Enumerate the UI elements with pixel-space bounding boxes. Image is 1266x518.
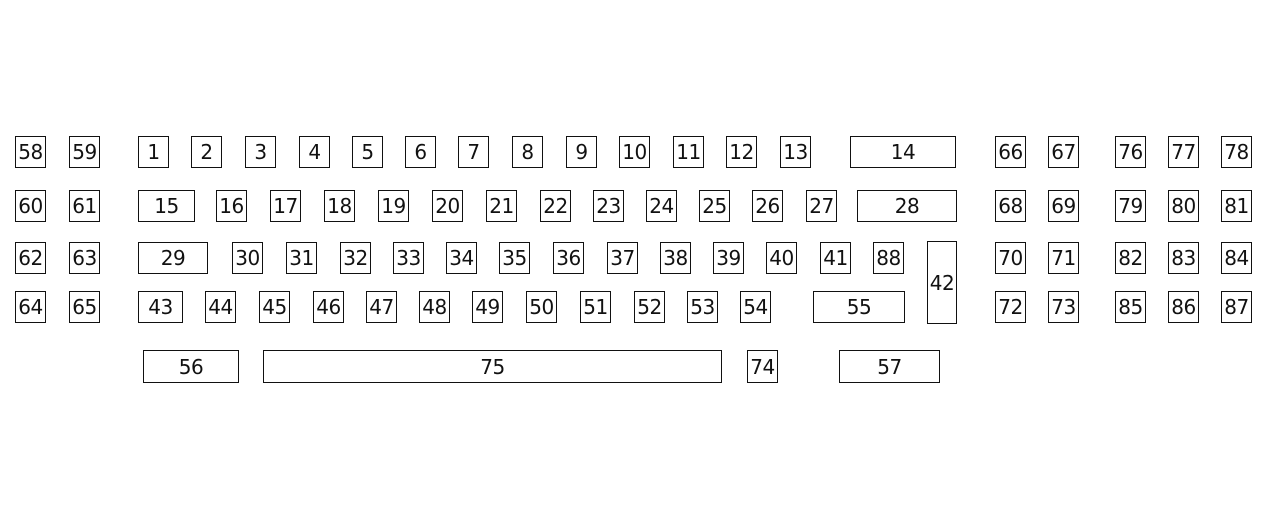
key-78: 78: [1221, 136, 1252, 168]
key-84: 84: [1221, 242, 1252, 274]
key-46: 46: [313, 291, 344, 323]
key-47: 47: [366, 291, 397, 323]
key-8: 8: [512, 136, 543, 168]
key-82: 82: [1115, 242, 1146, 274]
key-86: 86: [1168, 291, 1199, 323]
key-38: 38: [660, 242, 691, 274]
key-12: 12: [726, 136, 757, 168]
key-74: 74: [747, 350, 778, 383]
key-45: 45: [259, 291, 290, 323]
key-7: 7: [458, 136, 489, 168]
key-40: 40: [766, 242, 797, 274]
key-2: 2: [191, 136, 222, 168]
key-33: 33: [393, 242, 424, 274]
key-34: 34: [446, 242, 477, 274]
key-49: 49: [472, 291, 503, 323]
key-54: 54: [740, 291, 771, 323]
key-14: 14: [850, 136, 956, 168]
key-6: 6: [405, 136, 436, 168]
key-61: 61: [69, 190, 100, 222]
key-55: 55: [813, 291, 905, 323]
key-76: 76: [1115, 136, 1146, 168]
key-39: 39: [713, 242, 744, 274]
key-66: 66: [995, 136, 1026, 168]
key-19: 19: [378, 190, 409, 222]
key-15: 15: [138, 190, 195, 222]
key-72: 72: [995, 291, 1026, 323]
key-58: 58: [15, 136, 46, 168]
key-85: 85: [1115, 291, 1146, 323]
key-35: 35: [499, 242, 530, 274]
key-13: 13: [780, 136, 811, 168]
key-48: 48: [419, 291, 450, 323]
key-30: 30: [232, 242, 263, 274]
key-1: 1: [138, 136, 169, 168]
key-10: 10: [619, 136, 650, 168]
key-69: 69: [1048, 190, 1079, 222]
key-68: 68: [995, 190, 1026, 222]
key-59: 59: [69, 136, 100, 168]
key-51: 51: [580, 291, 611, 323]
key-87: 87: [1221, 291, 1252, 323]
key-60: 60: [15, 190, 46, 222]
key-37: 37: [607, 242, 638, 274]
key-26: 26: [752, 190, 783, 222]
key-44: 44: [205, 291, 236, 323]
key-80: 80: [1168, 190, 1199, 222]
key-73: 73: [1048, 291, 1079, 323]
key-81: 81: [1221, 190, 1252, 222]
key-42: 42: [927, 241, 957, 324]
key-24: 24: [646, 190, 677, 222]
key-41: 41: [820, 242, 851, 274]
key-70: 70: [995, 242, 1026, 274]
key-32: 32: [340, 242, 371, 274]
key-11: 11: [673, 136, 704, 168]
key-53: 53: [687, 291, 718, 323]
key-71: 71: [1048, 242, 1079, 274]
key-65: 65: [69, 291, 100, 323]
key-17: 17: [270, 190, 301, 222]
key-50: 50: [526, 291, 557, 323]
key-88: 88: [873, 242, 904, 274]
key-52: 52: [634, 291, 665, 323]
key-27: 27: [806, 190, 837, 222]
key-5: 5: [352, 136, 383, 168]
key-21: 21: [486, 190, 517, 222]
key-20: 20: [432, 190, 463, 222]
key-18: 18: [324, 190, 355, 222]
key-22: 22: [540, 190, 571, 222]
key-56: 56: [143, 350, 239, 383]
key-63: 63: [69, 242, 100, 274]
key-57: 57: [839, 350, 940, 383]
key-31: 31: [286, 242, 317, 274]
key-25: 25: [699, 190, 730, 222]
key-75: 75: [263, 350, 722, 383]
key-3: 3: [245, 136, 276, 168]
key-36: 36: [553, 242, 584, 274]
key-79: 79: [1115, 190, 1146, 222]
key-62: 62: [15, 242, 46, 274]
key-16: 16: [216, 190, 247, 222]
key-77: 77: [1168, 136, 1199, 168]
key-83: 83: [1168, 242, 1199, 274]
key-9: 9: [566, 136, 597, 168]
key-28: 28: [857, 190, 957, 222]
key-23: 23: [593, 190, 624, 222]
key-4: 4: [299, 136, 330, 168]
key-67: 67: [1048, 136, 1079, 168]
key-29: 29: [138, 242, 208, 274]
key-43: 43: [138, 291, 183, 323]
key-64: 64: [15, 291, 46, 323]
